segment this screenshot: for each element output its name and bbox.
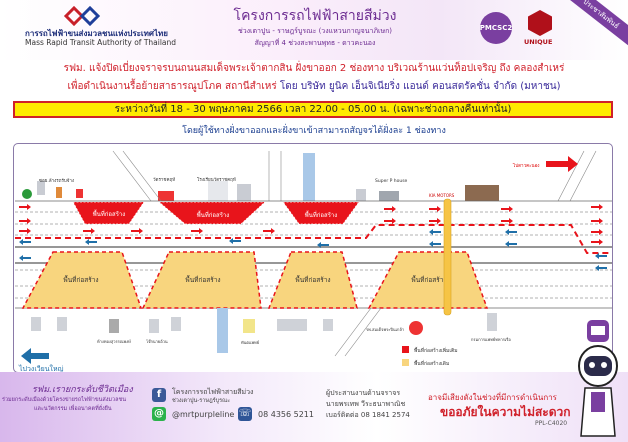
landmark-top-2: วัดราชคฤห์: [153, 176, 175, 183]
outbound-arrows: [19, 204, 603, 245]
line-icon: @: [152, 407, 166, 421]
arrow-right-icon: [546, 156, 578, 172]
direction-label-left: ไปวงเวียนใหญ่: [18, 364, 64, 373]
line-id[interactable]: @mrtpurpleline: [172, 410, 235, 419]
zone-label: พื้นที่ก่อสร้าง: [305, 209, 338, 219]
bank-icon: [22, 189, 32, 199]
contractor-text: โดย บริษัท ยูนิค เอ็นจิเนียริ่ง แอนด์ คอ…: [279, 81, 561, 92]
inbound-arrows: [19, 229, 607, 271]
lane-note: โดยผู้ใช้ทางฝั่งขาออกและฝั่งขาเข้าสามารถ…: [182, 126, 446, 136]
coordinator-name: นายพรเทพ วีระธนาพาณิช: [326, 400, 406, 408]
project-title: โครงการรถไฟฟ้าสายสีม่วง: [233, 8, 397, 24]
legend-label-new: พื้นที่ก่อสร้างเพิ่มเติม: [414, 345, 458, 354]
existing-zone-2: [141, 251, 262, 309]
phone-icon: ☏: [238, 407, 252, 421]
date-banner: ระหว่างวันที่ 18 - 30 พฤษภาคม 2566 เวลา …: [13, 101, 613, 118]
facebook-icon: f: [152, 388, 166, 402]
hospital-icon: [409, 321, 423, 335]
unique-logo-icon: [528, 10, 552, 36]
arrow-left-icon: [21, 348, 49, 364]
coordinator-title: ผู้ประสานงานด้านจราจร: [326, 389, 401, 397]
unique-logo-text: UNIQUE: [524, 38, 553, 46]
zone-label: พื้นที่ก่อสร้าง: [197, 209, 230, 219]
coordinator-phone: เบอร์ติดต่อ 08 1841 2574: [326, 411, 410, 419]
buildings-top: [37, 153, 499, 201]
apology-text: ขออภัยในความไม่สะดวก: [440, 405, 571, 419]
mascot-icon: [578, 320, 618, 437]
org-name-thai: การรถไฟฟ้าขนส่งมวลชนแห่งประเทศไทย: [25, 29, 168, 38]
buildings-bottom: [31, 308, 497, 353]
landmark-bottom-4: รพ.สมเด็จพระปิ่นเกล้า: [366, 326, 404, 332]
org-name-english: Mass Rapid Transit Authority of Thailand: [25, 38, 177, 47]
legend-swatch-new: [402, 346, 409, 353]
pr-corner-tag: ประชาสัมพันธ์: [552, 0, 628, 55]
new-zone-1: [72, 201, 145, 225]
facebook-page-sub: ช่วงเตาปูน-ราษฎร์บูรณะ: [172, 398, 231, 404]
purpose-text: เพื่อดำเนินงานรื้อย้ายสาธารณูปโภค สถานีส…: [67, 81, 277, 92]
pmcsc2-logo: PMCSC2: [480, 12, 512, 44]
slogan-sub-2: และนวัตกรรม เพื่ออนาคตที่ยั่งยืน: [34, 406, 112, 412]
footer: รฟม.เรายกระดับชีวิตเมือง ร่วมยกระดับเมือ…: [0, 372, 628, 442]
temple-gate-icon: [158, 191, 174, 201]
landmark-bottom-5: กรมการแพทย์ทหารเรือ: [471, 337, 511, 342]
legend-swatch-existing: [402, 359, 409, 366]
new-zone-2: [157, 201, 267, 225]
zone-label: พื้นที่ก่อสร้าง: [93, 208, 126, 218]
traffic-cone-line: [15, 224, 612, 254]
zone-label: พื้นที่ก่อสร้าง: [63, 275, 98, 284]
announcement-line-2: เพื่อดำเนินงานรื้อย้ายสาธารณูปโภค สถานีส…: [0, 79, 628, 94]
zone-label: พื้นที่ก่อสร้าง: [295, 275, 330, 284]
landmark-top-5: KIA MOTORS: [429, 193, 455, 198]
new-zone-3: [282, 201, 360, 225]
facebook-page-name[interactable]: โครงการรถไฟฟ้าสายสีม่วง: [172, 388, 254, 396]
phone-number: 08 4356 5211: [258, 410, 314, 419]
header: การรถไฟฟ้าขนส่งมวลชนแห่งประเทศไทย Mass R…: [0, 0, 628, 60]
landmark-bottom-2: โจ๊กนายอ้วน: [146, 339, 168, 344]
mrta-logo-icon: [64, 6, 100, 26]
landmark-bottom-1: ห้างทองสุวรรณพงษ์: [97, 339, 131, 345]
contract-subtitle: สัญญาที่ 4 ช่วงสะพานพุทธ - ดาวคะนอง: [254, 39, 376, 47]
announcement-line-1: รฟม. แจ้งปิดเบี่ยงจราจรบนถนนสมเด็จพระเจ้…: [63, 63, 565, 74]
landmark-top-3: โรงเรียนวัดราชคฤห์: [197, 176, 236, 183]
landmark-top-1: ซอย.ล้างรถรับจ้าง: [39, 178, 74, 184]
noise-notice: อาจมีเสียงดังในช่วงที่มีการดำเนินการ: [428, 393, 557, 402]
landmark-top-4: Super P house: [375, 178, 408, 184]
traffic-diagram: ซอย.ล้างรถรับจ้าง วัดราชคฤห์ โรงเรียนวัด…: [13, 143, 613, 373]
slogan-sub-1: ร่วมยกระดับเมืองด้วยโครงข่ายรถไฟฟ้าขนส่ง…: [2, 397, 126, 403]
landmark-bottom-3: ทันตแพทย์: [241, 340, 259, 345]
legend-label-existing: พื้นที่ก่อสร้างเดิม: [414, 358, 449, 367]
project-subtitle: ช่วงเตาปูน - ราษฎร์บูรณะ (วงแหวนกาญจนาภิ…: [237, 27, 393, 35]
zone-label: พื้นที่ก่อสร้าง: [411, 275, 446, 284]
direction-label-right: ไปดาวคะนอง: [512, 163, 540, 169]
document-code: PPL-C4020: [535, 420, 568, 427]
pipe: [443, 198, 452, 316]
zone-label: พื้นที่ก่อสร้าง: [185, 275, 220, 284]
slogan: รฟม.เรายกระดับชีวิตเมือง: [32, 385, 133, 395]
existing-zone-3: [267, 251, 358, 309]
existing-zone-1: [21, 251, 143, 309]
